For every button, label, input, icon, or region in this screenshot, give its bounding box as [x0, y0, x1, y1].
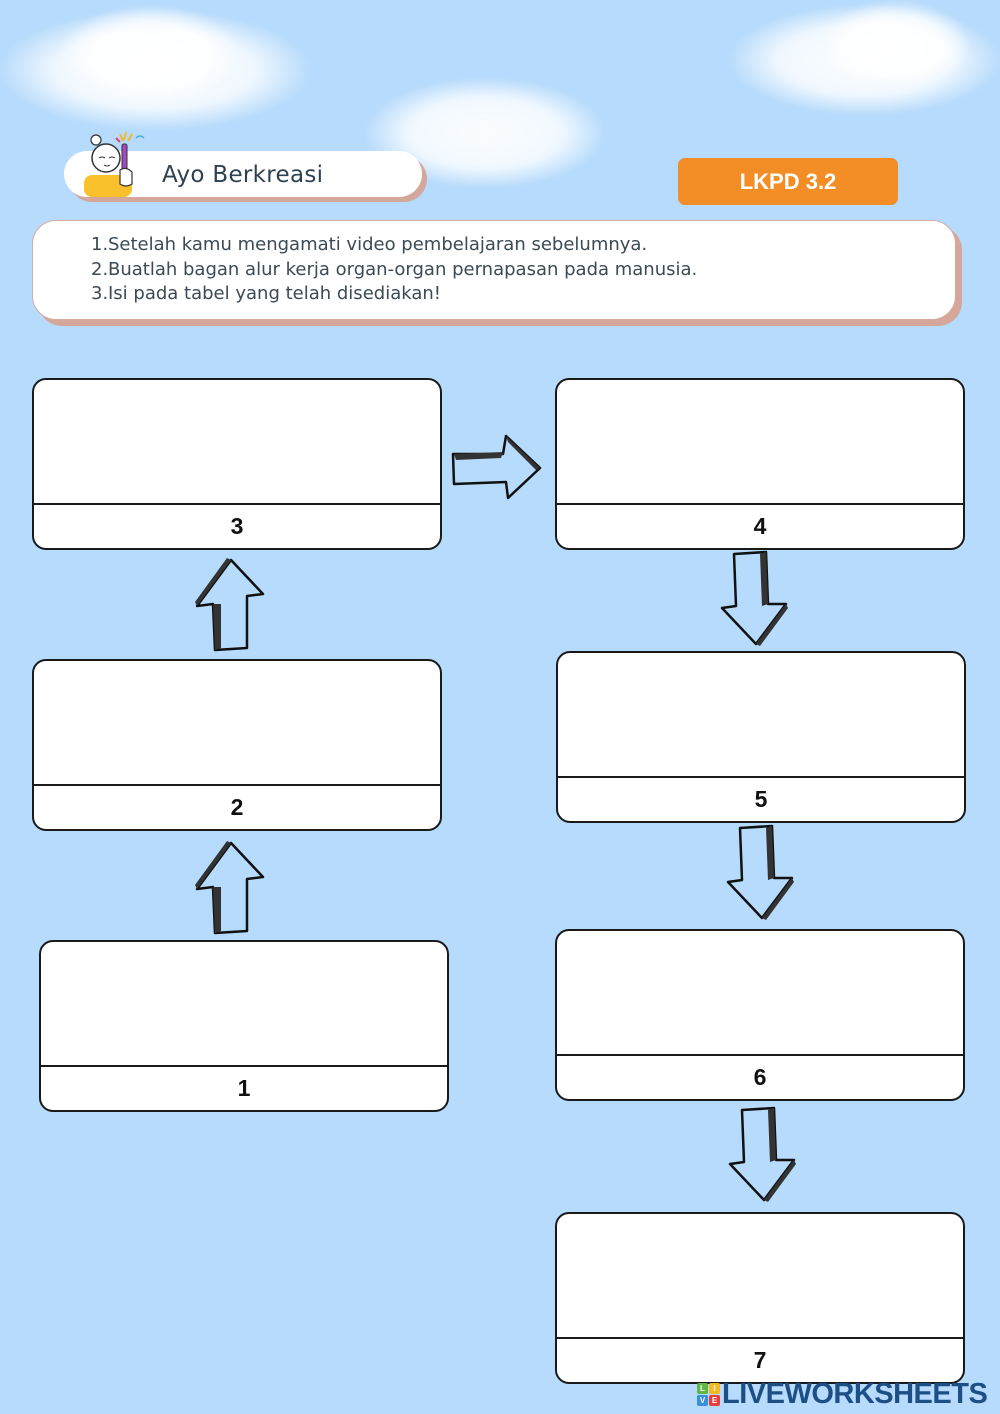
flow-box-3: 3: [32, 378, 442, 550]
instruction-item: 1.Setelah kamu mengamati video pembelaja…: [91, 233, 697, 258]
flow-box-6: 6: [555, 929, 965, 1101]
box-number: 1: [237, 1074, 251, 1101]
arrow-up-icon: [195, 558, 265, 652]
instruction-number: 3.: [91, 283, 109, 304]
box-number: 3: [230, 512, 244, 539]
instruction-text: Buatlah bagan alur kerja organ-organ per…: [108, 258, 698, 280]
arrow-down-icon: [728, 1106, 796, 1202]
flow-box-7: 7: [555, 1212, 965, 1384]
lkpd-badge: LKPD 3.2: [678, 158, 898, 205]
box-number: 2: [230, 793, 244, 820]
answer-input-2[interactable]: [34, 661, 440, 786]
cloud-decoration: [60, 5, 240, 105]
liveworksheets-logo-icon: L I V E: [697, 1383, 720, 1406]
instruction-item: 3.Isi pada tabel yang telah disediakan!: [91, 282, 697, 307]
instruction-list: 1.Setelah kamu mengamati video pembelaja…: [91, 233, 697, 307]
arrow-right-icon: [451, 434, 542, 500]
answer-input-7[interactable]: [557, 1214, 963, 1339]
arrow-down-icon: [726, 824, 794, 920]
instruction-number: 1.: [91, 234, 109, 255]
box-number: 6: [753, 1063, 767, 1090]
page-title: Ayo Berkreasi: [162, 162, 324, 188]
box-number: 7: [753, 1346, 767, 1373]
instruction-text: Setelah kamu mengamati video pembelajara…: [108, 234, 648, 255]
liveworksheets-watermark: L I V E LIVEWORKSHEETS: [697, 1378, 988, 1411]
flow-box-4: 4: [555, 378, 965, 550]
instruction-number: 2.: [91, 258, 109, 280]
logo-letter: V: [697, 1395, 708, 1406]
answer-input-3[interactable]: [34, 380, 440, 505]
mascot-illustration-icon: [84, 131, 145, 197]
arrow-up-icon: [195, 841, 265, 935]
answer-input-6[interactable]: [557, 931, 963, 1056]
instructions-panel: 1.Setelah kamu mengamati video pembelaja…: [32, 220, 956, 320]
box-number: 5: [754, 785, 768, 812]
answer-input-1[interactable]: [41, 942, 447, 1067]
arrow-down-icon: [720, 550, 788, 646]
instruction-text: Isi pada tabel yang telah disediakan!: [108, 283, 441, 304]
flow-box-1: 1: [39, 940, 449, 1112]
flow-box-5: 5: [556, 651, 966, 823]
instruction-item: 2.Buatlah bagan alur kerja organ-organ p…: [91, 258, 697, 283]
flow-box-2: 2: [32, 659, 442, 831]
logo-letter: L: [697, 1383, 708, 1394]
answer-input-5[interactable]: [558, 653, 964, 778]
answer-input-4[interactable]: [557, 380, 963, 505]
watermark-text: LIVEWORKSHEETS: [722, 1378, 988, 1410]
logo-letter: I: [709, 1383, 720, 1394]
logo-letter: E: [709, 1395, 720, 1406]
cloud-decoration: [820, 0, 970, 90]
box-number: 4: [753, 512, 767, 539]
